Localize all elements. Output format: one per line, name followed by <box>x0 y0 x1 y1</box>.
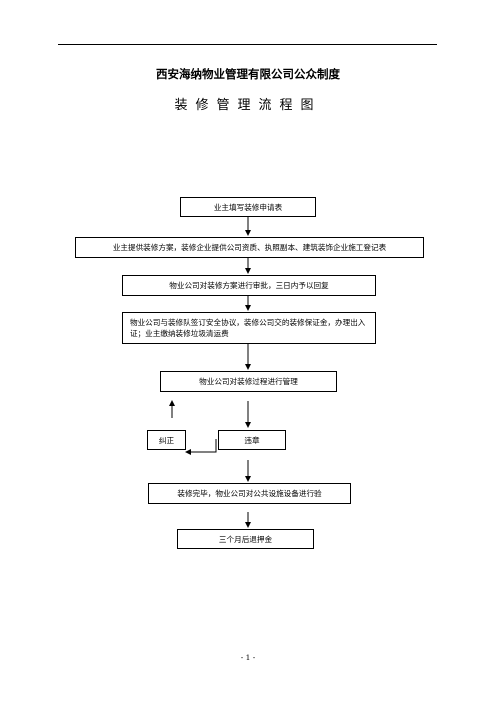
step-submit-plan-and-documents: 业主提供装修方案，装修企业提供公司资质、执照副本、建筑装饰企业施工登记表 <box>75 237 424 258</box>
correction-box: 纠正 <box>147 430 186 450</box>
step-sign-agreement: 物业公司与装修队签订安全协议，装修公司交的装修保证金，办理出入证；业主缴纳装修垃… <box>122 312 376 344</box>
step-process-management: 物业公司对装修过程进行管理 <box>160 371 337 392</box>
page-title: 装修管理流程图 <box>174 98 322 113</box>
violation-box: 违章 <box>218 430 286 450</box>
company-name: 西安海纳物业管理有限公司公众制度 <box>156 67 340 81</box>
step-plan-approval: 物业公司对装修方案进行审批，三日内予以回复 <box>122 275 376 296</box>
header-rule <box>58 44 437 45</box>
page-number: - 1 - <box>240 653 256 662</box>
step-completion-inspection: 装修完毕，物业公司对公共设施设备进行验 <box>148 483 351 504</box>
step-application-form: 业主填写装修申请表 <box>180 197 316 217</box>
arrow-violation-to-correct <box>185 439 217 455</box>
step-refund-deposit: 三个月后退押金 <box>177 529 314 549</box>
